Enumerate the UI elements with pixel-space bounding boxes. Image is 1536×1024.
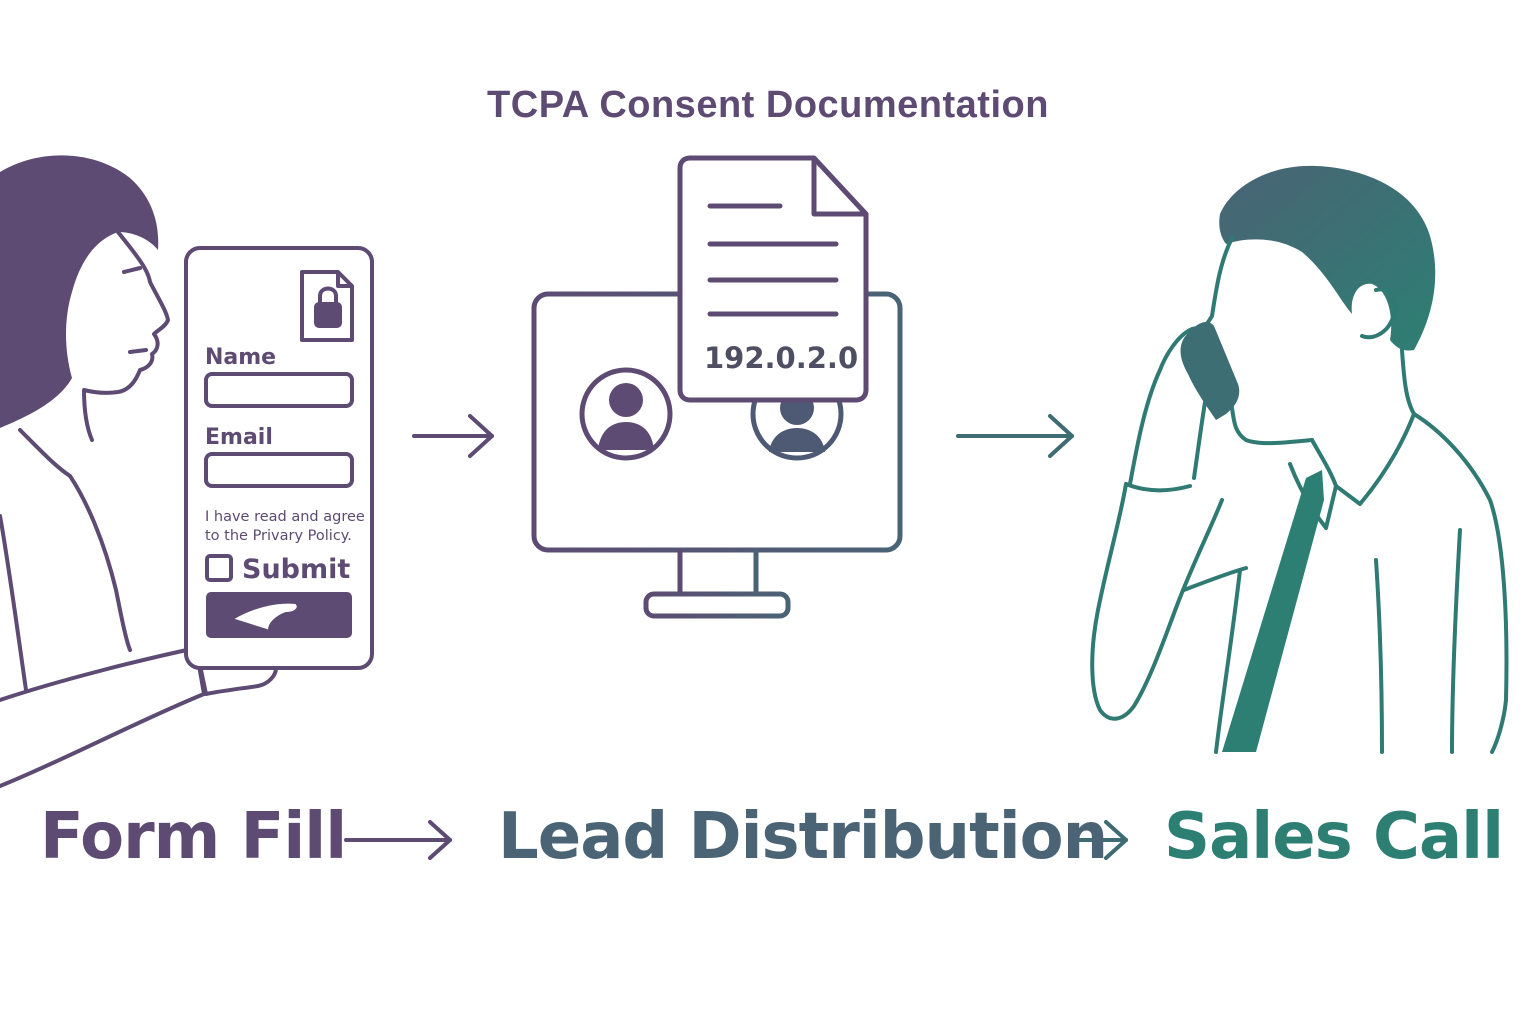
arrow-right-icon — [412, 414, 494, 458]
email-label: Email — [205, 425, 273, 450]
ip-address: 192.0.2.0 — [704, 341, 858, 375]
man-cuff — [1124, 482, 1192, 493]
submit-label: Submit — [242, 554, 350, 585]
arrow-right-icon — [1068, 820, 1128, 860]
man-pocket-line — [1182, 566, 1248, 592]
woman-arm — [0, 646, 206, 788]
document-fold — [811, 158, 866, 217]
woman-mouth — [128, 348, 148, 354]
man-shirt-fold — [1374, 558, 1384, 754]
woman-shoulder — [68, 474, 132, 652]
arrow-right-icon — [344, 820, 452, 860]
consent-text-line2: to the Privary Policy. — [205, 528, 352, 544]
document-text-lines — [707, 203, 839, 317]
man-tie — [1222, 470, 1324, 752]
step-label-form-fill: Form Fill — [40, 800, 347, 874]
woman-ear — [39, 264, 68, 307]
man-hair — [1219, 165, 1436, 351]
step-label-sales-call: Sales Call — [1164, 800, 1504, 874]
man-body-right — [1450, 528, 1462, 754]
man-body-left — [1214, 568, 1242, 754]
arrow-right-icon — [956, 414, 1074, 458]
diagram-title: TCPA Consent Documentation — [487, 84, 1049, 126]
name-label: Name — [205, 345, 276, 370]
consent-form-phone: Name Email I have read and agree to the … — [184, 246, 374, 670]
phone-handset-icon — [1180, 322, 1240, 420]
man-arm — [1090, 482, 1224, 721]
consent-text-line1: I have read and agree — [205, 509, 365, 525]
name-field[interactable] — [204, 372, 354, 408]
lock-document-icon — [300, 270, 354, 342]
monitor-base — [643, 591, 791, 619]
consent-document: 192.0.2.0 — [677, 155, 869, 403]
consent-checkbox[interactable] — [205, 554, 233, 582]
woman-neck — [18, 428, 72, 478]
email-field[interactable] — [204, 452, 354, 488]
man-figure — [1090, 165, 1509, 754]
woman-eye — [122, 266, 142, 274]
woman-torso — [0, 514, 28, 692]
man-ear — [1360, 287, 1398, 340]
user-avatar-icon — [579, 367, 673, 461]
man-collar-right — [1334, 412, 1416, 506]
pointing-finger — [230, 599, 301, 631]
man-neck — [1310, 438, 1338, 488]
woman-face — [82, 230, 170, 442]
step-label-lead-distribution: Lead Distribution — [498, 800, 1108, 874]
monitor-neck — [677, 550, 759, 594]
man-neck-back — [1400, 348, 1416, 416]
woman-hair — [0, 155, 159, 428]
man-shoulder-right — [1412, 412, 1509, 754]
